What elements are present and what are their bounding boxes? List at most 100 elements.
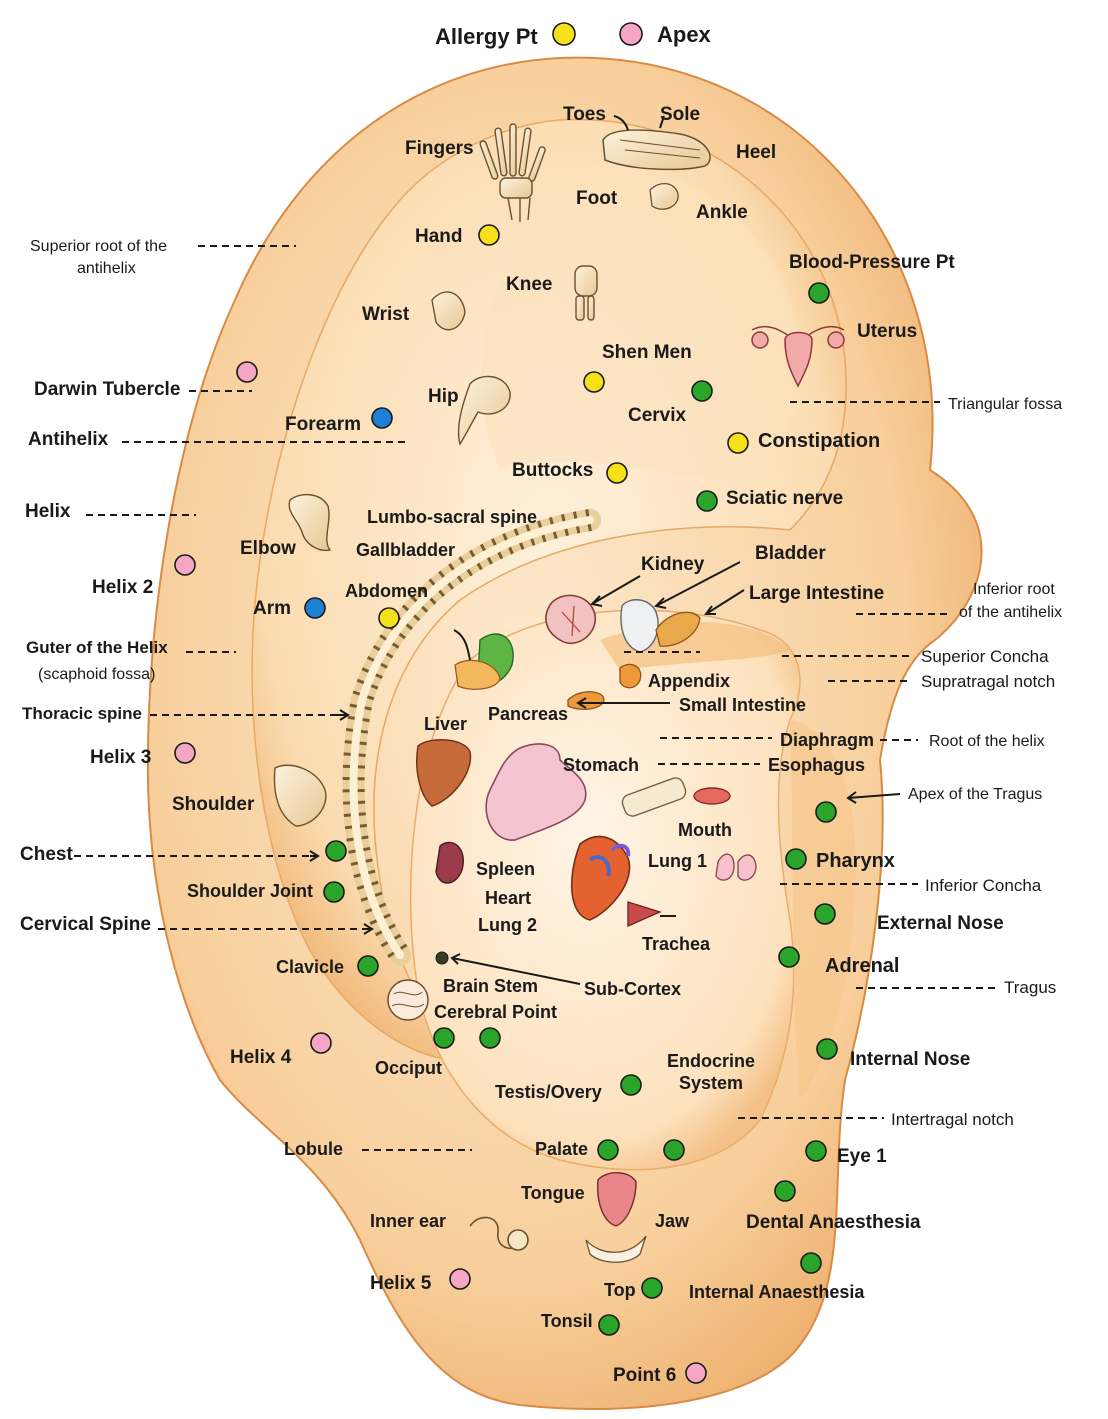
shoulder-joint-label: Shoulder Joint (187, 881, 313, 901)
lumbo-sacral-label: Lumbo-sacral spine (367, 507, 537, 527)
external-nose-point (814, 903, 836, 925)
small-intestine-illustration (567, 691, 605, 711)
pharynx-label: Pharynx (816, 850, 895, 872)
legend-allergy-point (552, 22, 576, 46)
blood-pressure-point (808, 282, 830, 304)
jaw-illustration (585, 1235, 647, 1263)
tonsil-point (598, 1314, 620, 1336)
intertragal-label: Intertragal notch (891, 1110, 1014, 1129)
ankle-label: Ankle (696, 202, 748, 223)
internal-anaesthesia-label: Internal Anaesthesia (689, 1282, 865, 1302)
knee-illustration (574, 265, 598, 321)
darwin-tubercle-point (236, 361, 258, 383)
appendix-illustration (619, 663, 642, 689)
helix-5-point (449, 1268, 471, 1290)
wrist-illustration (431, 291, 466, 331)
uterus-illustration (751, 325, 845, 388)
constipation-point (727, 432, 749, 454)
cervical-spine-label: Cervical Spine (20, 914, 151, 935)
supratragal-label: Supratragal notch (921, 672, 1055, 691)
lung-2-label: Lung 2 (478, 915, 537, 935)
helix-2-label: Helix 2 (92, 577, 153, 598)
liver-illustration (416, 739, 472, 807)
spine-illustration (342, 509, 601, 966)
inner-ear-illustration (469, 1216, 529, 1251)
hand-point (478, 224, 500, 246)
acupoints (174, 22, 838, 1384)
eye-1-label: Eye 1 (837, 1146, 887, 1167)
sciatic-nerve-point (696, 490, 718, 512)
shoulder-joint-point (323, 881, 345, 903)
lobule-label: Lobule (284, 1139, 343, 1159)
forearm-point (371, 407, 393, 429)
antihelix-label: Antihelix (28, 429, 109, 450)
point-6-label: Point 6 (613, 1365, 676, 1386)
elbow-label: Elbow (240, 538, 296, 559)
hand-bones-illustration (479, 123, 546, 222)
helix-label: Helix (25, 501, 71, 522)
guter-helix-label-2: (scaphoid fossa) (38, 666, 155, 683)
foot-illustration (602, 129, 711, 171)
apex-tragus-point (815, 801, 837, 823)
clavicle-point (357, 955, 379, 977)
chest-point (325, 840, 347, 862)
root-helix-label: Root of the helix (929, 733, 1045, 750)
endocrine-label-2: System (679, 1073, 743, 1093)
esophagus-label: Esophagus (768, 755, 865, 775)
helix-4-label: Helix 4 (230, 1047, 292, 1068)
labels: Allergy Pt Apex Toes Sole Heel Fingers F… (20, 22, 1062, 1386)
adrenal-point (778, 946, 800, 968)
darwin-tubercle-label: Darwin Tubercle (34, 379, 180, 400)
helix-3-point (174, 742, 196, 764)
superior-concha-label: Superior Concha (921, 647, 1049, 666)
cervix-label: Cervix (628, 405, 687, 426)
diaphragm-label: Diaphragm (780, 730, 874, 750)
esophagus-illustration (621, 777, 687, 817)
sub-cortex-label: Sub-Cortex (584, 979, 681, 999)
forearm-label: Forearm (285, 414, 361, 435)
hip-illustration (457, 375, 511, 446)
buttocks-label: Buttocks (512, 460, 593, 481)
pharynx-point (785, 848, 807, 870)
inferior-root-label-2: of the antihelix (959, 604, 1062, 621)
sole-label: Sole (660, 104, 700, 125)
cerebral-point-label: Cerebral Point (434, 1002, 557, 1022)
elbow-illustration (288, 493, 332, 552)
brain-illustration (387, 979, 429, 1021)
heart-illustration (570, 835, 631, 921)
bladder-label: Bladder (755, 543, 826, 564)
palate-2-point (663, 1139, 685, 1161)
internal-anaesthesia-point (800, 1252, 822, 1274)
stomach-illustration (485, 743, 587, 841)
tonsil-label: Tonsil (541, 1311, 593, 1331)
chest-label: Chest (20, 844, 73, 865)
hip-label: Hip (428, 386, 459, 407)
sub-cortex-point-marker (435, 951, 449, 965)
small-intestine-label: Small Intestine (679, 695, 806, 715)
palate-point (597, 1139, 619, 1161)
ankle-illustration (649, 183, 679, 210)
foot-label: Foot (576, 188, 618, 209)
large-intestine-label: Large Intestine (749, 583, 884, 604)
kidney-label: Kidney (641, 554, 705, 575)
shen-men-label: Shen Men (602, 342, 692, 363)
arm-label: Arm (253, 598, 291, 619)
superior-root-label-1: Superior root of the (30, 238, 167, 255)
heart-label: Heart (485, 888, 531, 908)
bladder-illustration (620, 599, 659, 653)
external-nose-label: External Nose (877, 913, 1004, 934)
wrist-label: Wrist (362, 304, 410, 325)
superior-root-label-2: antihelix (77, 260, 136, 277)
testis-label: Testis/Overy (495, 1082, 602, 1102)
arm-point (304, 597, 326, 619)
hand-label: Hand (415, 226, 463, 247)
constipation-label: Constipation (758, 430, 880, 452)
lung-1-label: Lung 1 (648, 851, 707, 871)
legend-allergy-label: Allergy Pt (435, 24, 538, 49)
point-6-point (685, 1362, 707, 1384)
spleen-illustration (435, 841, 464, 884)
tongue-illustration (597, 1172, 637, 1227)
cerebral-point (479, 1027, 501, 1049)
mouth-illustration (693, 787, 731, 805)
